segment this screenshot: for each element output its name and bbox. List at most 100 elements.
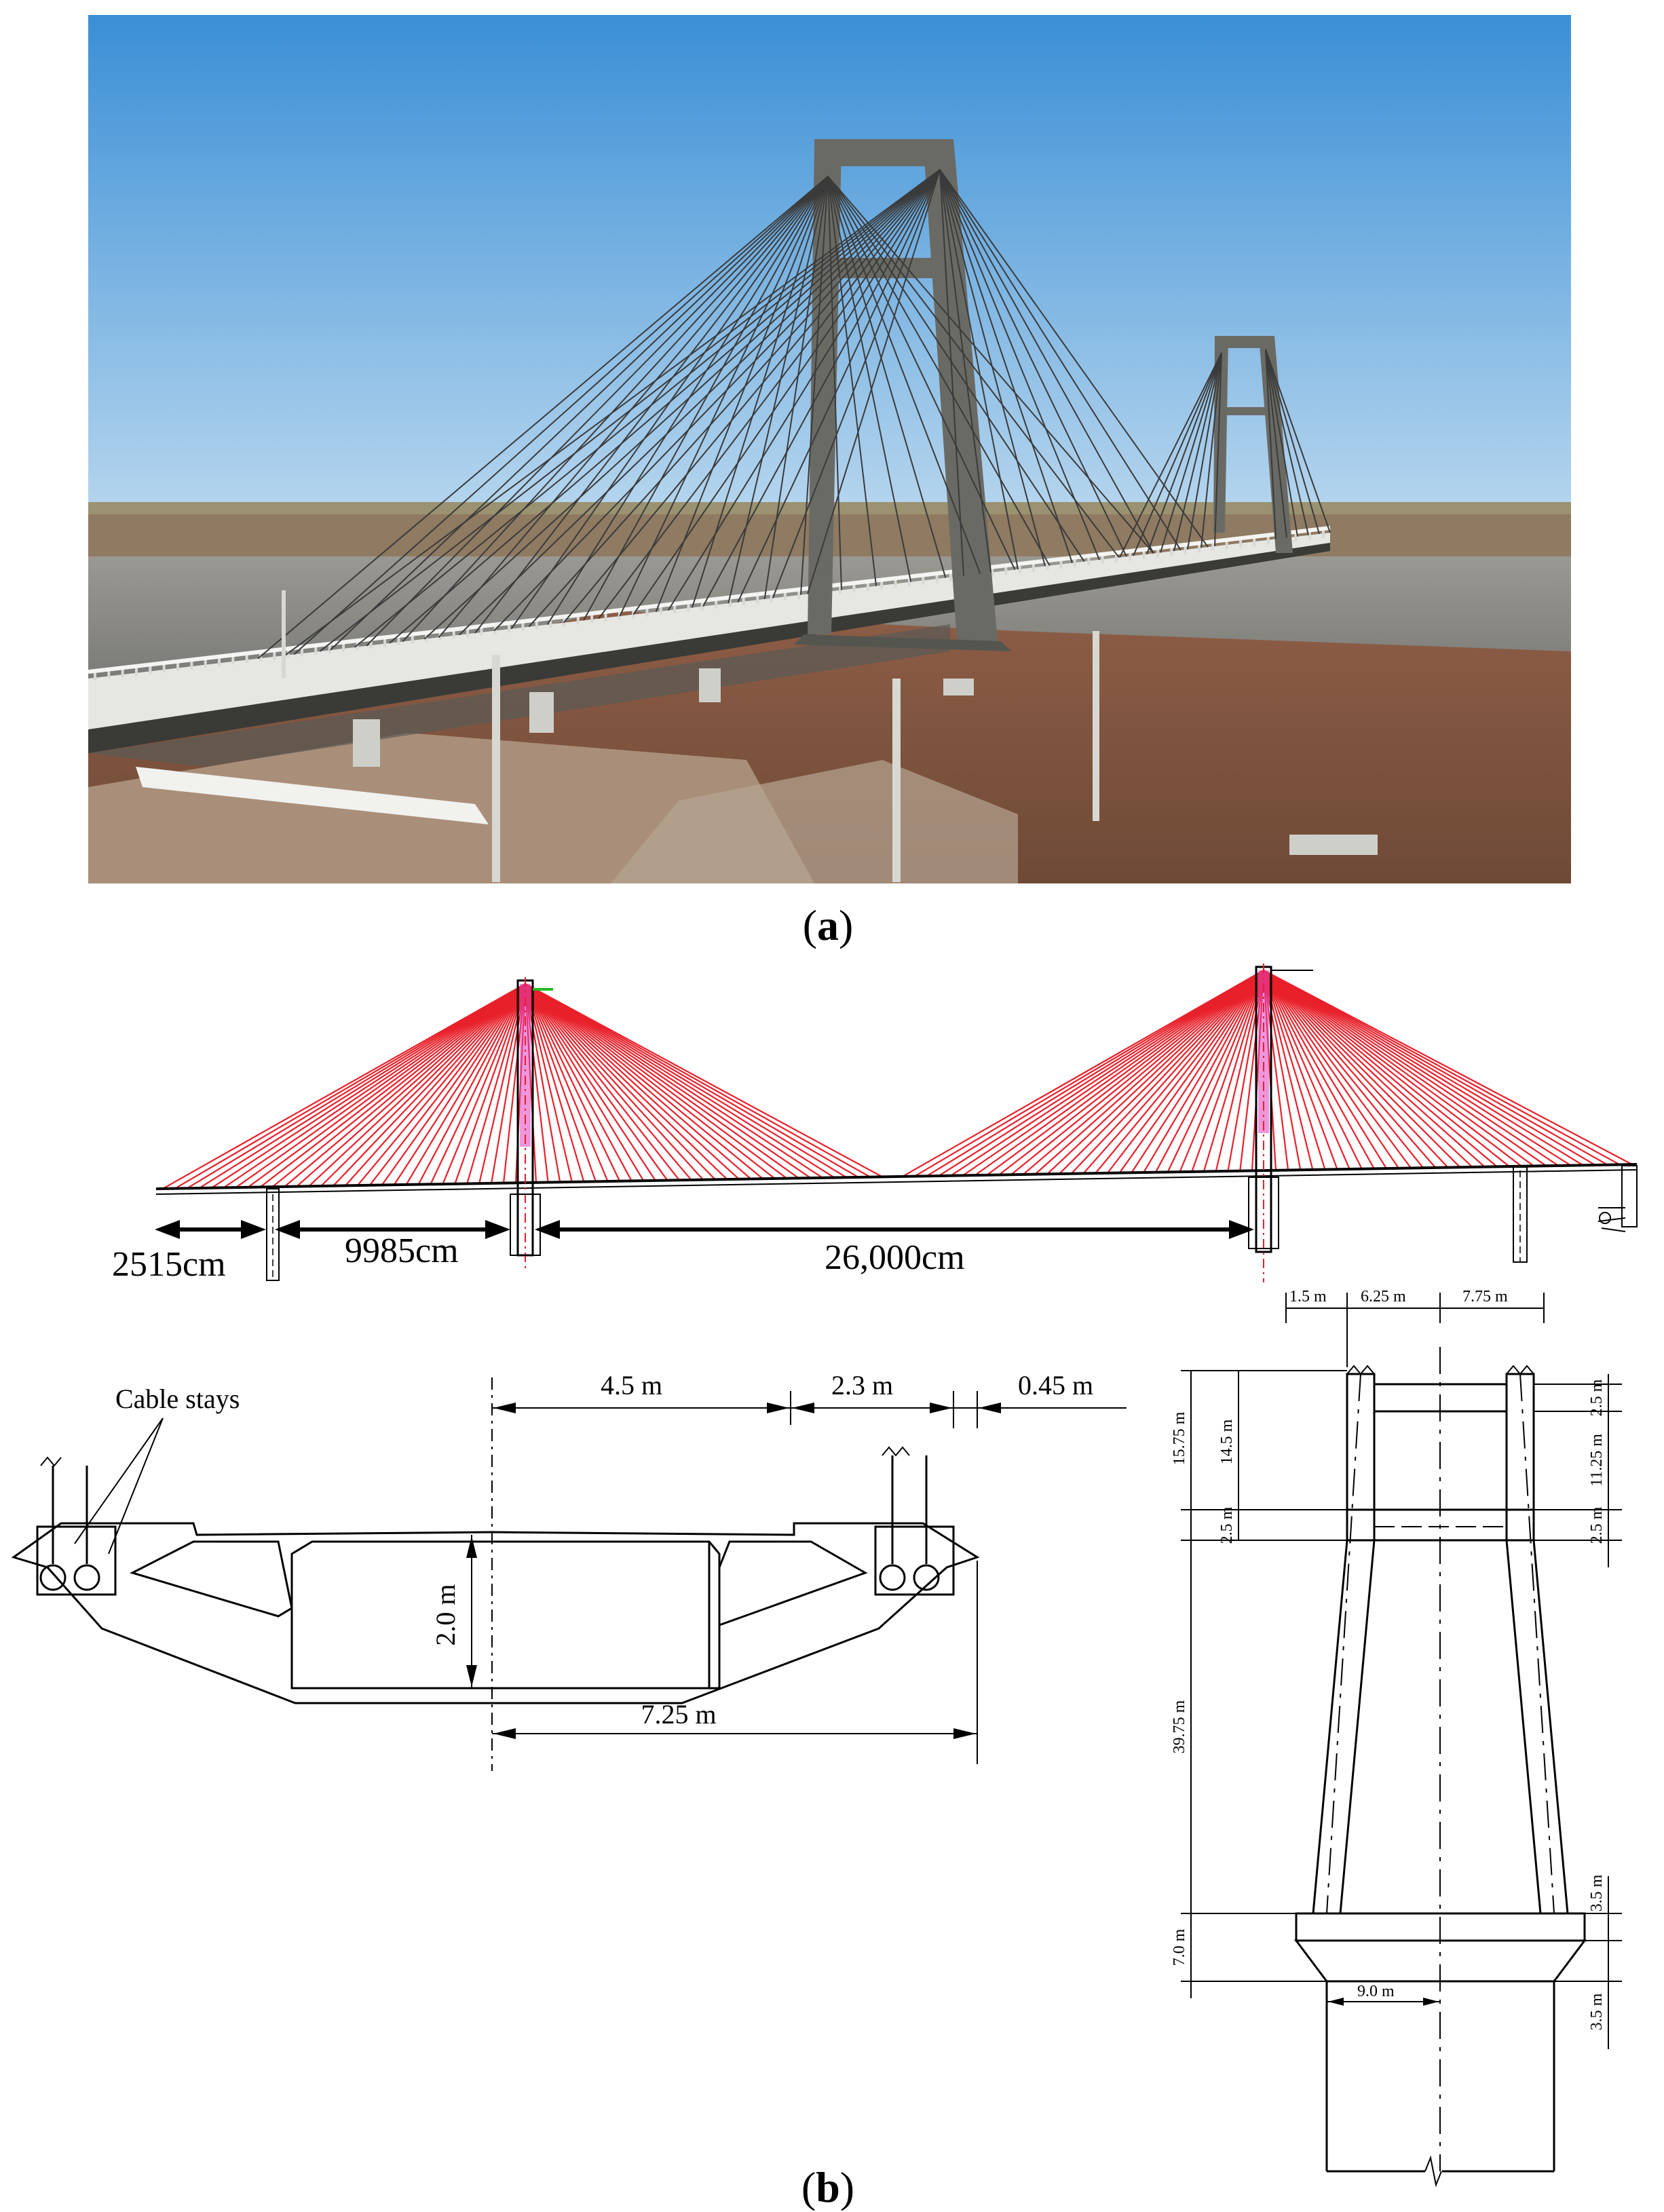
- elevation-pylon-2: [1248, 964, 1313, 1282]
- deck-outline: [11, 1522, 980, 1704]
- stay-cable: [1263, 970, 1547, 1167]
- stay-cable: [211, 983, 526, 1189]
- stay-cable: [1143, 970, 1264, 1173]
- stay-cable: [525, 983, 740, 1180]
- stay-cable: [405, 983, 526, 1185]
- stay-cable: [1263, 970, 1437, 1168]
- stay-cable: [1263, 970, 1449, 1168]
- stay-cable: [162, 983, 526, 1189]
- stay-cable: [525, 983, 859, 1178]
- photo-cable: [939, 169, 1046, 567]
- stay-cable: [1262, 970, 1350, 1170]
- stay-cable: [1263, 970, 1486, 1168]
- stay-cable: [914, 970, 1264, 1177]
- stay-cable: [1167, 970, 1264, 1172]
- stay-cable: [174, 983, 526, 1189]
- stay-cable: [1263, 970, 1633, 1166]
- photo-cable: [1187, 352, 1222, 550]
- photo-cable: [1265, 349, 1320, 535]
- photo-cable: [939, 169, 1100, 560]
- photo-cable: [1265, 349, 1287, 538]
- tower-elevation: [1181, 1293, 1622, 2188]
- stay-cable: [381, 983, 526, 1186]
- deck-cross-section: [11, 1377, 1127, 1771]
- panel-label-b: (b): [801, 2163, 854, 2211]
- stay-cable: [926, 970, 1264, 1177]
- stay-cable: [525, 983, 763, 1180]
- stay-cable: [235, 983, 526, 1188]
- stay-cable: [1059, 970, 1264, 1175]
- stay-cable: [1263, 970, 1596, 1166]
- photo-cable: [667, 169, 941, 611]
- stay-cable: [1263, 970, 1522, 1167]
- photo-cable: [423, 169, 941, 640]
- photo-cable: [458, 169, 941, 636]
- stay-cable: [1262, 970, 1326, 1170]
- stay-cable: [1263, 970, 1399, 1169]
- stay-cable: [525, 983, 787, 1179]
- stay-cable: [524, 983, 585, 1182]
- photo-cable: [257, 176, 829, 660]
- stay-cable: [1263, 970, 1608, 1166]
- elevation-pylon-1: [510, 977, 553, 1269]
- stay-cable: [998, 970, 1264, 1176]
- stay-cable: [525, 983, 883, 1178]
- photo-cable: [1146, 352, 1222, 555]
- stay-cable: [1227, 970, 1265, 1172]
- photo-cable: [939, 169, 1073, 563]
- photo-cable: [1265, 349, 1298, 537]
- stay-cable: [284, 983, 526, 1187]
- photo-cable: [598, 169, 941, 619]
- stay-cable: [938, 970, 1264, 1177]
- photo-cable: [939, 169, 1019, 570]
- photo-cable: [1173, 352, 1222, 552]
- stay-cable: [1046, 970, 1264, 1175]
- stay-cable: [1262, 970, 1338, 1170]
- stay-cable: [986, 970, 1264, 1176]
- elevation-stay-cables: [162, 970, 1633, 1189]
- stay-cable: [393, 983, 526, 1185]
- photo-cable: [493, 169, 941, 632]
- stay-cable: [1263, 970, 1572, 1166]
- dim-tower-upper-height: 15.75 m: [1171, 1411, 1188, 1465]
- stay-cable: [454, 983, 527, 1185]
- stay-cable: [525, 983, 621, 1182]
- stay-cable: [259, 983, 526, 1188]
- stay-cable: [247, 983, 526, 1188]
- stay-cable: [525, 983, 716, 1181]
- stay-cable: [1263, 970, 1498, 1168]
- photo-cable: [827, 176, 877, 586]
- dim-deck-bottom: 7.25 m: [641, 1699, 716, 1730]
- dim-deck-top-a: 4.5 m: [601, 1370, 662, 1400]
- photo-cable: [1265, 349, 1277, 539]
- stay-cable: [902, 970, 1264, 1177]
- stay-cable: [525, 983, 776, 1179]
- bridge-deck: [88, 533, 1330, 729]
- stay-cable: [1070, 970, 1264, 1175]
- stay-cable: [1154, 970, 1264, 1173]
- photo-cable: [1214, 352, 1222, 547]
- photo-cable: [1265, 349, 1309, 535]
- stay-cable: [1022, 970, 1264, 1175]
- photo-cable: [939, 169, 991, 573]
- stay-cable: [1263, 970, 1559, 1166]
- stay-cable: [368, 983, 526, 1186]
- photo-cable: [827, 176, 842, 590]
- photo-cable: [827, 176, 981, 574]
- stay-cable: [1191, 970, 1265, 1172]
- stay-cable: [1179, 970, 1265, 1172]
- stay-cable: [1263, 970, 1424, 1168]
- stay-cable: [1203, 970, 1265, 1172]
- stay-cable: [1263, 970, 1621, 1166]
- dim-tower-cap-upper: 3.5 m: [1588, 1874, 1606, 1911]
- stay-cable: [1263, 970, 1375, 1169]
- dim-main-span: 26,000cm: [825, 1238, 965, 1277]
- dim-deck-depth: 2.0 m: [430, 1584, 461, 1645]
- bridge-photo: [88, 15, 1571, 883]
- photo-cable: [827, 176, 1051, 567]
- dim-tower-base-width: 9.0 m: [1357, 1983, 1395, 2000]
- photo-cable: [727, 176, 829, 604]
- stay-cable: [525, 983, 656, 1181]
- stay-cable: [357, 983, 526, 1186]
